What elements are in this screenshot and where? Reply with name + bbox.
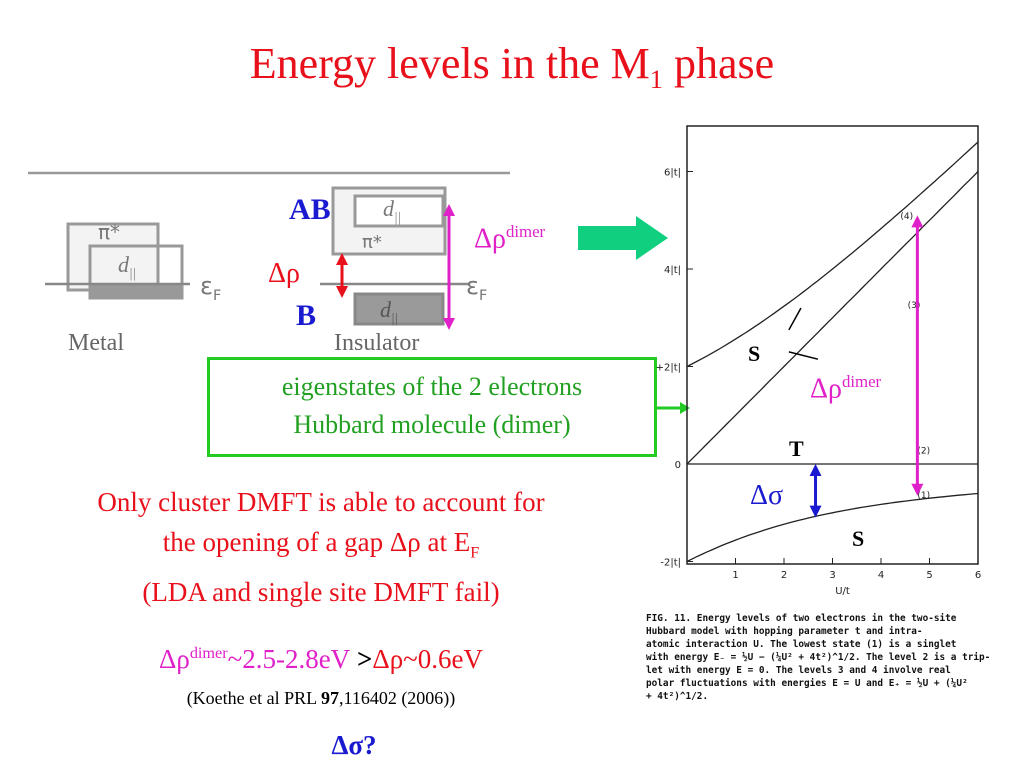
curve-label: (2) xyxy=(917,446,930,456)
delta-rho-label: Δρ xyxy=(268,258,300,289)
x-tick-label: 4 xyxy=(878,570,884,581)
x-tick-label: 6 xyxy=(975,570,981,581)
caption-line: polar fluctuations with energies E = U a… xyxy=(646,678,968,689)
connector-arrow-head xyxy=(680,402,690,414)
insulator-label: Insulator xyxy=(334,330,420,356)
metal-label: Metal xyxy=(68,330,124,356)
insulator-antibonding-box xyxy=(353,194,445,228)
values-line: Δρdimer~2.5-2.8eV >Δρ~0.6eV xyxy=(0,644,642,675)
y-tick-label: -2|t| xyxy=(660,558,681,569)
delta-sigma-label: Δσ xyxy=(750,480,784,511)
title-subscript: 1 xyxy=(649,63,663,94)
delta-sigma-question: Δσ? xyxy=(331,730,377,760)
caption-line: let with energy E = 0. The levels 3 and … xyxy=(646,665,951,676)
annotation-arrow-upper xyxy=(788,307,802,331)
page-title: Energy levels in the M1 phase xyxy=(0,38,1024,95)
dimer-value: Δρdimer~2.5-2.8eV xyxy=(158,644,351,674)
curve-label: (3) xyxy=(908,301,921,311)
reference: (Koethe et al PRL 97,116402 (2006)) xyxy=(186,688,456,708)
annotation-arrow-lower xyxy=(788,351,819,360)
x-axis-label: U/t xyxy=(835,586,850,597)
insulator-d-upper-label: d|| xyxy=(383,196,402,225)
title-end: phase xyxy=(663,39,775,88)
ab-label: AB xyxy=(289,193,331,226)
b-label: B xyxy=(296,299,317,332)
series-3-line xyxy=(686,171,979,465)
y-tick-label: 4|t| xyxy=(664,265,681,276)
magenta-arrow-right-head-down xyxy=(911,483,924,496)
y-tick-label: +2|t| xyxy=(656,363,681,374)
curve-label: (1) xyxy=(917,491,930,501)
metal-d-label: d|| xyxy=(118,252,137,281)
claim-line1: Only cluster DMFT is able to account for xyxy=(97,487,545,517)
metal-filled-region xyxy=(90,284,182,298)
insulator-bonding-box xyxy=(353,292,445,326)
delta-rho-dimer-label: Δρdimer xyxy=(474,222,546,255)
caption-line: atomic interaction U. The lowest state (… xyxy=(646,639,957,650)
caption-line: Hubbard model with hopping parameter t a… xyxy=(646,626,923,637)
insulator-pi-star-label: π* xyxy=(362,232,382,253)
metal-ef-label: εF xyxy=(200,272,222,304)
delta-rho-arrow-head-up xyxy=(336,253,348,265)
claim-text: Only cluster DMFT is able to account for… xyxy=(0,482,642,612)
curve-label: (4) xyxy=(900,212,913,222)
delta-rho-arrow-head-down xyxy=(336,286,348,298)
s-upper-label: S xyxy=(748,341,761,366)
caption-line: FIG. 11. Energy levels of two electrons … xyxy=(646,613,957,624)
series-4-line xyxy=(686,141,979,368)
gap-value: Δρ~0.6eV xyxy=(372,644,484,674)
eigenstates-line2: Hubbard molecule (dimer) xyxy=(293,410,571,439)
eigenstates-line1: eigenstates of the 2 electrons xyxy=(281,372,583,401)
y-tick-label: 6|t| xyxy=(664,168,681,179)
claim-line3: (LDA and single site DMFT fail) xyxy=(142,577,500,608)
x-tick-label: 1 xyxy=(732,570,738,581)
eigenstates-box: eigenstates of the 2 electrons Hubbard m… xyxy=(207,357,657,457)
insulator-ef-label: εF xyxy=(466,272,488,304)
figure-caption: FIG. 11. Energy levels of two electrons … xyxy=(646,612,1004,703)
x-tick-label: 3 xyxy=(829,570,835,581)
green-block-arrow xyxy=(578,216,668,260)
delta-rho-dimer-right-label: Δρdimer xyxy=(810,372,882,405)
magenta-arrow-head-up xyxy=(443,204,455,216)
s-lower-label: S xyxy=(852,526,865,551)
y-tick-label: 0 xyxy=(675,460,681,471)
blue-arrow-head-up xyxy=(809,464,822,476)
caption-line: with energy E₋ = ½U − (¼U² + 4t²)^1/2. T… xyxy=(646,652,991,663)
energy-level-plot: 6|t| 4|t| +2|t| 0 -2|t| 1 2 3 4 5 6U/t (4) (3) (2) (1) xyxy=(656,125,981,597)
magenta-arrow-right-head-up xyxy=(911,215,924,228)
caption-line: + 4t²)^1/2. xyxy=(646,691,709,702)
greater-than: > xyxy=(350,644,373,674)
series-1-line xyxy=(686,492,979,563)
x-tick-label: 5 xyxy=(926,570,932,581)
x-tick-label: 2 xyxy=(781,570,787,581)
insulator-d-lower-label: d|| xyxy=(380,297,399,326)
magenta-arrow-head-down xyxy=(443,318,455,330)
metal-pi-star-label: π* xyxy=(98,220,121,244)
t-label: T xyxy=(789,436,804,461)
claim-line2: the opening of a gap Δρ at EF xyxy=(162,527,480,562)
blue-arrow-head-down xyxy=(809,505,822,518)
title-text: Energy levels in the M xyxy=(249,39,650,88)
